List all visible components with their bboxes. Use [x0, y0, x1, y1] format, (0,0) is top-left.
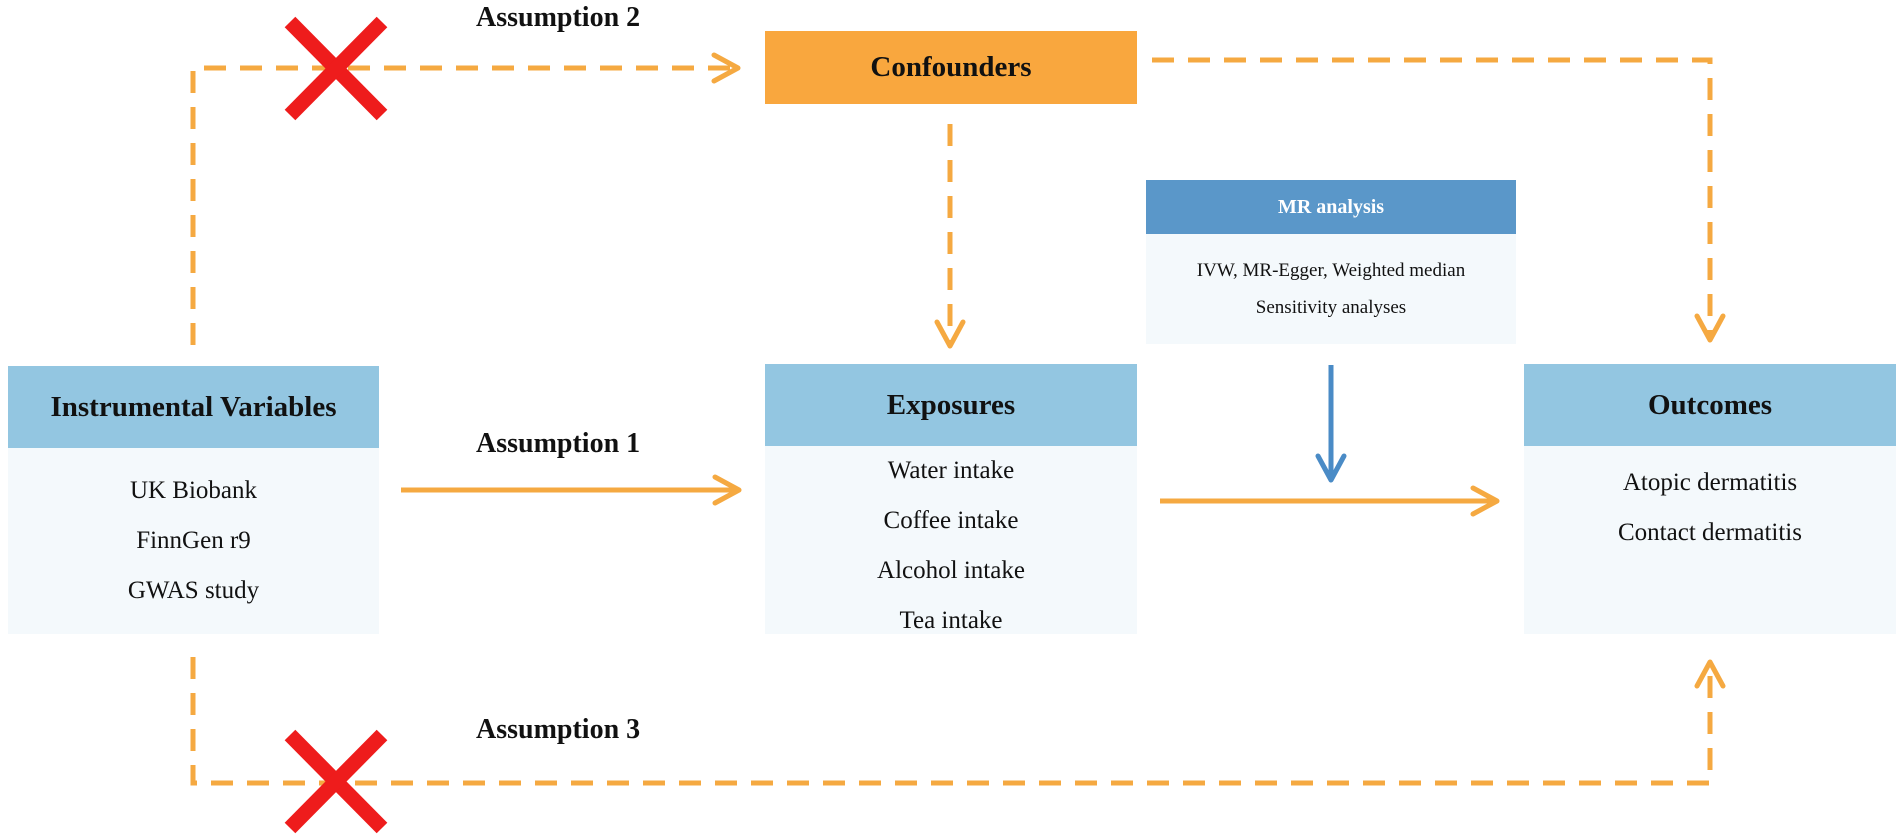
assumption2-dashed-arrow	[190, 52, 741, 345]
list-item: Sensitivity analyses	[1255, 297, 1407, 318]
instrumental-variables-header: Instrumental Variables	[8, 366, 379, 448]
mr-analysis-header: MR analysis	[1146, 180, 1516, 234]
exposures-header: Exposures	[765, 364, 1137, 446]
instrumental-variables-title: Instrumental Variables	[50, 390, 337, 423]
list-item: Water intake	[887, 457, 1015, 484]
outcomes-list: Atopic dermatitis Contact dermatitis	[1524, 446, 1896, 634]
list-item: FinnGen r9	[136, 527, 251, 554]
list-item: Alcohol intake	[877, 557, 1025, 584]
list-item: UK Biobank	[129, 477, 258, 504]
list-item: IVW, MR-Egger, Weighted median	[1196, 260, 1466, 281]
cross-icon	[284, 16, 388, 121]
mr-analysis-title: MR analysis	[1277, 195, 1385, 218]
instrumental-variables-list: UK Biobank FinnGen r9 GWAS study	[8, 448, 379, 634]
confounders-box: Confounders	[765, 31, 1137, 104]
exposures-title: Exposures	[886, 388, 1016, 421]
list-item: Tea intake	[899, 607, 1003, 634]
confounders-to-outcomes-dashed-arrow	[1152, 57, 1726, 343]
mr-analysis-methods: IVW, MR-Egger, Weighted median Sensitivi…	[1146, 234, 1516, 344]
list-item: GWAS study	[127, 577, 260, 604]
assumption1-label: Assumption 1	[476, 428, 641, 459]
list-item: Atopic dermatitis	[1622, 469, 1798, 496]
outcomes-title: Outcomes	[1647, 388, 1773, 421]
cross-icon	[284, 729, 388, 834]
assumption3-dashed-arrow	[190, 657, 1726, 786]
list-item: Contact dermatitis	[1618, 519, 1802, 546]
outcomes-header: Outcomes	[1524, 364, 1896, 446]
list-item: Coffee intake	[883, 507, 1019, 534]
exposures-list: Water intake Coffee intake Alcohol intak…	[765, 446, 1137, 634]
assumption3-label: Assumption 3	[476, 714, 641, 745]
assumption2-label: Assumption 2	[476, 2, 641, 33]
confounders-title: Confounders	[870, 51, 1032, 83]
